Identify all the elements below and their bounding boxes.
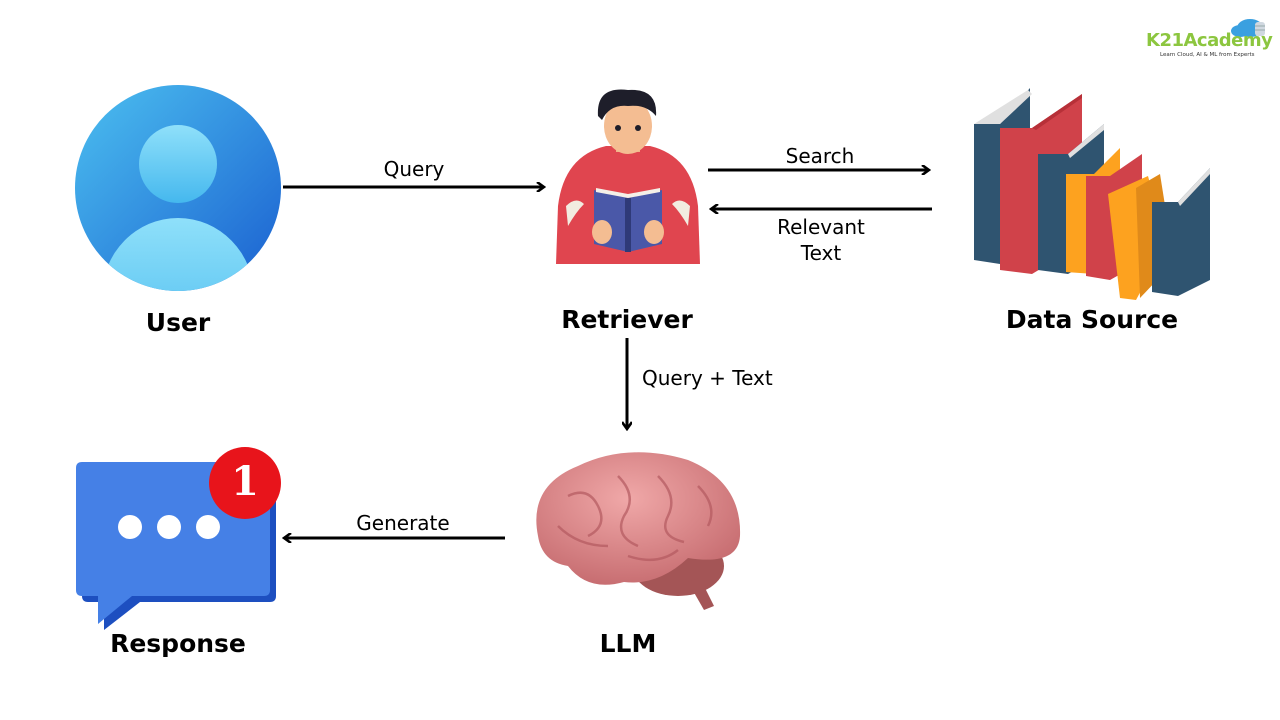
- notification-count: 1: [231, 458, 259, 505]
- logo-brand-text: K21Academy: [1146, 30, 1273, 51]
- edge-label-generate: Generate: [356, 511, 450, 535]
- data-source-label: Data Source: [1005, 305, 1179, 334]
- cloud-database-icon: [1231, 19, 1265, 37]
- logo-tagline: Learn Cloud, AI & ML from Experts: [1160, 52, 1255, 58]
- retriever-label: Retriever: [561, 305, 693, 334]
- brain-icon: [536, 452, 741, 610]
- edge-label-query-plus-text: Query + Text: [642, 366, 773, 390]
- books-icon: [974, 88, 1210, 300]
- edge-label-search: Search: [785, 144, 855, 168]
- user-label: User: [145, 308, 211, 337]
- response-label: Response: [110, 629, 246, 658]
- edge-label-text: Text: [800, 241, 842, 265]
- edge-label-relevant: Relevant: [777, 215, 865, 239]
- notification-badge: [209, 447, 281, 519]
- person-reading-book-icon: [556, 89, 700, 264]
- k21academy-logo: K21Academy Learn Cloud, AI & ML from Exp…: [1140, 14, 1273, 64]
- user-avatar-icon: [75, 85, 281, 291]
- edge-label-query: Query: [383, 157, 445, 181]
- llm-label: LLM: [599, 629, 657, 658]
